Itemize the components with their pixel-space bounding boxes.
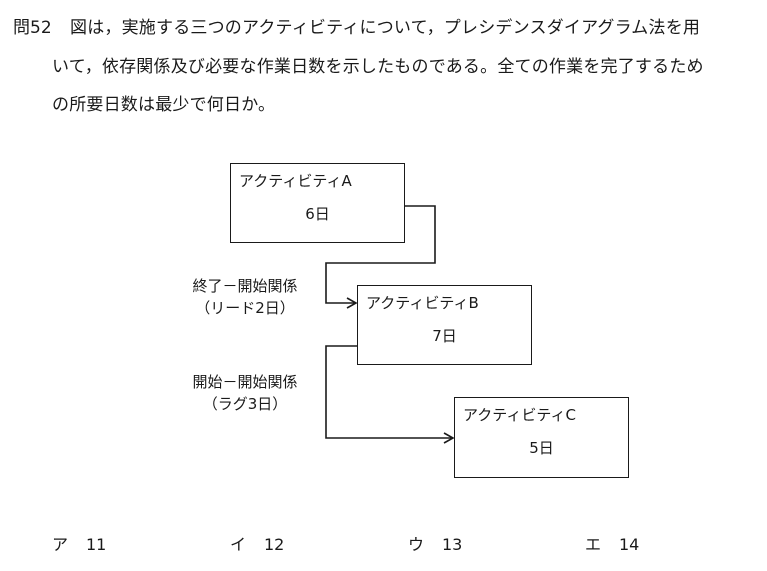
choice-u-value: 13 <box>442 535 463 554</box>
choice-e-mark: エ <box>585 535 602 554</box>
choice-e-value: 14 <box>619 535 640 554</box>
relation-a-b-detail: （リード2日） <box>195 299 295 317</box>
relation-a-b-type: 終了－開始関係 <box>192 277 298 295</box>
activity-b-box: アクティビティB 7日 <box>357 285 532 365</box>
question-text-line-2: いて，依存関係及び必要な作業日数を示したものである。全ての作業を完了するため <box>52 57 704 77</box>
choice-u[interactable]: ウ 13 <box>408 535 462 555</box>
relation-a-b-label: 終了－開始関係 （リード2日） <box>180 275 310 319</box>
choice-e[interactable]: エ 14 <box>585 535 639 555</box>
activity-c-name: アクティビティC <box>463 406 576 424</box>
choice-a-value: 11 <box>86 535 107 554</box>
activity-b-duration: 7日 <box>432 327 457 345</box>
question-number: 問52 <box>13 18 52 38</box>
choice-i-value: 12 <box>264 535 285 554</box>
activity-a-duration: 6日 <box>305 205 330 223</box>
question-text-line-3: の所要日数は最少で何日か。 <box>52 95 276 115</box>
activity-a-name: アクティビティA <box>239 172 352 190</box>
choice-a[interactable]: ア 11 <box>52 535 106 555</box>
activity-c-box: アクティビティC 5日 <box>454 397 629 478</box>
activity-a-box: アクティビティA 6日 <box>230 163 405 243</box>
choice-i-mark: イ <box>230 535 247 554</box>
activity-c-duration: 5日 <box>529 439 554 457</box>
relation-b-c-detail: （ラグ3日） <box>202 395 288 413</box>
choice-a-mark: ア <box>52 535 69 554</box>
choice-u-mark: ウ <box>408 535 425 554</box>
relation-b-c-type: 開始－開始関係 <box>192 373 298 391</box>
question-text-line-1: 図は，実施する三つのアクティビティについて，プレシデンスダイアグラム法を用 <box>70 18 701 38</box>
relation-b-c-label: 開始－開始関係 （ラグ3日） <box>180 371 310 415</box>
choice-i[interactable]: イ 12 <box>230 535 284 555</box>
activity-b-name: アクティビティB <box>366 294 479 312</box>
